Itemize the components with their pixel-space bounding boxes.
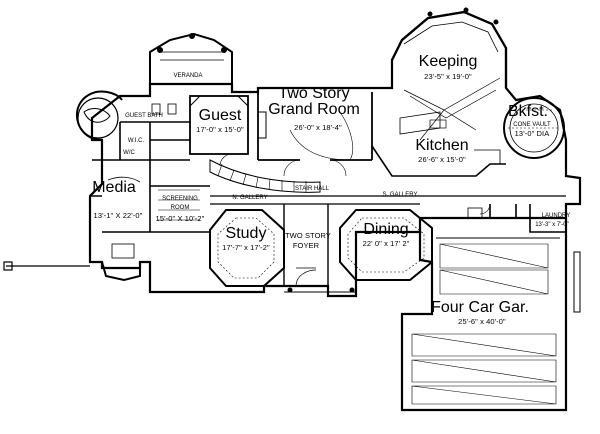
breakfast-round-bay	[503, 97, 565, 159]
guest-room	[189, 95, 249, 155]
bkfst-label: Bkfst.	[507, 103, 549, 120]
laundry-dims: 13'-3" x 7'-0"	[535, 222, 569, 228]
dining-octagon	[339, 209, 433, 281]
media-bay	[101, 261, 141, 282]
kitchen-label: Kitchen	[415, 137, 469, 154]
s-gallery-label: S. GALLERY	[382, 192, 418, 198]
study-octagon	[209, 209, 285, 287]
study-label: Study	[225, 225, 267, 242]
stair	[209, 159, 321, 193]
bkfst-cone-vault: CONE VAULT	[513, 122, 551, 128]
veranda-label: VERANDA	[173, 73, 203, 79]
guest-bath-label: GUEST BATH	[125, 113, 163, 119]
foyer-label-line2: FOYER	[292, 241, 320, 250]
kitchen-dims: 26'-6" x 15'-0"	[418, 155, 466, 164]
guest-label: Guest	[198, 107, 242, 124]
grand-room-dims: 26'-0" x 18'-4"	[294, 123, 342, 132]
garage-outline	[400, 218, 568, 412]
garage-dims: 25'-6" x 40'-0"	[458, 317, 506, 326]
laundry-label: LAUNDRY	[541, 213, 571, 219]
keeping-dims: 23'-5" x 19'-0"	[424, 72, 472, 81]
media-dims: 13'-1" X 22'-0"	[93, 211, 143, 220]
media-label: Media	[92, 179, 136, 196]
screening-dims: 15'-0" X 10'-2"	[155, 214, 205, 223]
screening-label-line2: ROOM	[170, 205, 190, 211]
garage-label: Four Car Gar.	[431, 299, 529, 316]
grand-room-label-line2: Grand Room	[268, 101, 360, 118]
keeping-room-bay	[391, 10, 508, 88]
stair-hall-label: STAIR HALL	[295, 186, 329, 192]
wc-label: W/C	[123, 150, 135, 156]
n-gallery-label: N. GALLERY	[232, 195, 268, 201]
house-outer-wall	[88, 10, 582, 298]
screening-label-line1: SCREENING	[162, 196, 198, 202]
dining-dims: 22' 0" x 17' 2"	[362, 239, 410, 248]
study-dims: 17'-7" x 17'-2"	[222, 243, 270, 252]
foyer-label-line1: TWO STORY	[284, 231, 332, 240]
bkfst-dims: 13'-0" DIA	[514, 129, 550, 138]
dining-label: Dining	[363, 221, 409, 238]
wic-label: W.I.C.	[127, 138, 145, 144]
guest-dims: 17'-0" x 15'-0"	[196, 125, 244, 134]
grand-room-label-line1: Two Story	[278, 85, 350, 102]
keeping-label: Keeping	[418, 53, 478, 70]
